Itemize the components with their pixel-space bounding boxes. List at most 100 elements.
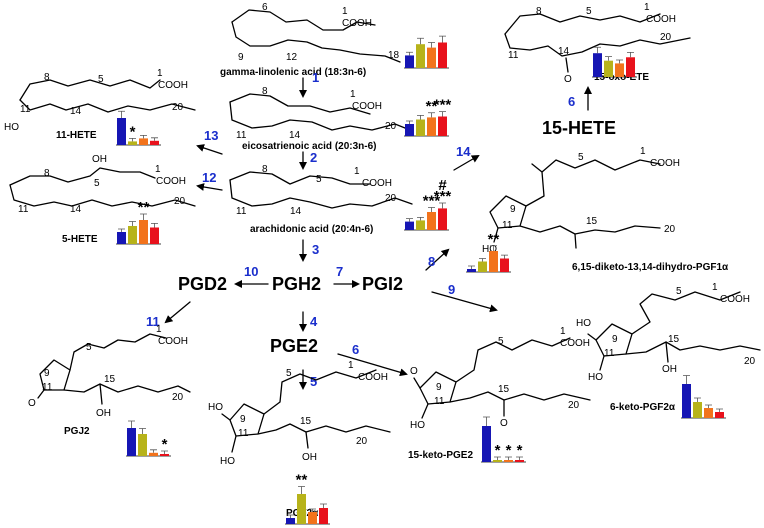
pgf2a-num-5: 5	[286, 368, 292, 379]
arrow-6	[337, 353, 408, 377]
error-bar	[428, 207, 435, 212]
gla-num-9: 9	[238, 52, 244, 63]
diketo-num-1: 1	[640, 146, 646, 157]
pgi2-label: PGI2	[362, 274, 403, 294]
hete11-num-8: 8	[44, 72, 50, 83]
hete11-ho: HO	[4, 122, 19, 133]
error-bar	[151, 137, 158, 141]
pgf2a-oh: OH	[302, 452, 317, 463]
ketopgf-num-1: 1	[712, 282, 718, 293]
step-14: 14	[456, 144, 471, 159]
aa-num-14: 14	[290, 206, 302, 217]
error-bar	[705, 404, 712, 408]
error-bar	[298, 486, 305, 494]
oxoete-cooh: COOH	[646, 14, 676, 25]
bar	[416, 44, 425, 68]
bar	[150, 140, 159, 145]
diketo-ho: HO	[482, 244, 497, 255]
diketo-num-15: 15	[586, 216, 598, 227]
bar	[405, 124, 414, 136]
step-13: 13	[204, 128, 218, 143]
bar	[593, 53, 602, 77]
bar	[427, 47, 436, 68]
significance-mark: **	[296, 472, 308, 489]
ketopgf-ho-top: HO	[576, 318, 591, 329]
significance-mark: **	[426, 98, 438, 115]
aa-num-8: 8	[262, 164, 268, 175]
dgla-cooh: COOH	[352, 101, 382, 112]
bar-chart-11: **	[285, 472, 330, 525]
bar	[139, 138, 148, 145]
bar	[715, 412, 724, 418]
ketope-num-15: 15	[498, 384, 510, 395]
significance-mark: **	[488, 231, 500, 248]
error-bar	[150, 449, 157, 453]
bar	[139, 220, 148, 244]
gla-structure: 6 1 COOH 18 9 12 gamma-linolenic acid (1…	[220, 2, 401, 78]
ketope-num-11: 11	[434, 396, 445, 407]
diketo-num-20: 20	[664, 224, 676, 235]
pgj2-cooh: COOH	[158, 336, 188, 347]
oxoete-num-14: 14	[558, 46, 570, 57]
bar	[128, 141, 137, 145]
aa-num-5: 5	[316, 174, 322, 185]
bar	[615, 63, 624, 77]
dgla-num-14: 14	[289, 130, 301, 141]
bar-chart-6: ***#***	[404, 177, 451, 231]
ketope-structure: 5 1 COOH O 9 11 15 20 HO O 15-keto-PGE2	[408, 326, 591, 461]
error-bar	[118, 110, 125, 118]
hete5-num-1: 1	[155, 164, 161, 175]
ketope-cooh: COOH	[560, 338, 590, 349]
oxoete-label: 15-oxo-ETE	[594, 72, 649, 83]
error-bar	[417, 217, 424, 221]
diketo-num-5: 5	[578, 152, 584, 163]
step-6-up: 6	[568, 94, 575, 109]
oxoete-num-20: 20	[660, 32, 672, 43]
significance-mark: ***	[434, 97, 452, 114]
bar-chart-9: *	[126, 420, 171, 457]
bar	[682, 384, 691, 418]
pgf2a-num-1: 1	[348, 360, 354, 371]
error-bar	[129, 138, 136, 142]
error-bar	[501, 254, 508, 259]
ketope-num-9: 9	[436, 382, 442, 393]
step-2: 2	[310, 150, 317, 165]
ketopgf-ho-bottom: HO	[588, 372, 603, 383]
hete11-num-20: 20	[172, 102, 184, 113]
gla-label: gamma-linolenic acid (18:3n-6)	[220, 67, 366, 78]
bar-chart-5: **	[116, 199, 161, 245]
aa-cooh: COOH	[362, 178, 392, 189]
error-bar	[151, 222, 158, 228]
arrow-11	[164, 301, 191, 324]
ketopgf-structure: 5 1 COOH HO 9 11 15 20 HO OH 6-keto-PGF2…	[576, 282, 761, 413]
step-1: 1	[312, 70, 319, 85]
error-bar	[320, 503, 327, 508]
arrow-12	[196, 183, 223, 191]
hete11-num-14: 14	[70, 106, 82, 117]
ketopgf-num-20: 20	[744, 356, 756, 367]
bar	[416, 119, 425, 136]
pgf2a-num-20: 20	[356, 436, 368, 447]
diketo-label: 6,15-diketo-13,14-dihydro-PGF1α	[572, 262, 729, 273]
pgj2-num-20: 20	[172, 392, 184, 403]
ketopgf-num-5: 5	[676, 286, 682, 297]
dgla-num-11: 11	[236, 130, 247, 141]
error-bar	[287, 514, 294, 518]
aa-num-1: 1	[354, 166, 360, 177]
error-bar	[494, 456, 501, 460]
pgj2-label: PGJ2	[64, 426, 90, 437]
pgj2-num-1: 1	[156, 324, 162, 335]
error-bar	[694, 397, 701, 402]
step-11: 11	[146, 314, 160, 329]
ketope-label: 15-keto-PGE2	[408, 450, 473, 461]
error-bar	[140, 213, 147, 220]
ketopgf-num-11: 11	[604, 348, 615, 359]
hete11-structure: 8 5 1 COOH 20 11 HO 14 11-HETE	[4, 68, 196, 141]
pgf2a-ho-bottom: HO	[220, 456, 235, 467]
bar	[626, 57, 635, 77]
aa-num-20: 20	[385, 193, 397, 204]
bar	[128, 226, 137, 244]
bar	[438, 42, 447, 68]
error-bar	[505, 456, 512, 460]
hete15-label: 15-HETE	[542, 118, 616, 138]
